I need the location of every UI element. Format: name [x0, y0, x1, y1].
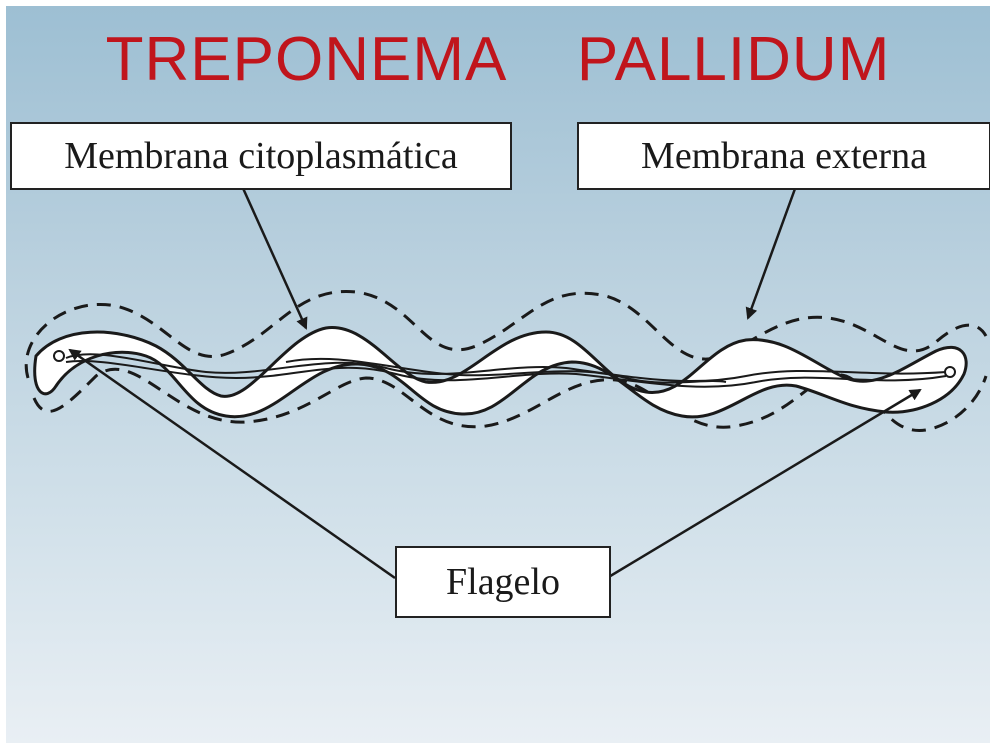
slide-background: TREPONEMA PALLIDUM [6, 6, 990, 743]
label-cytoplasmic-membrane-text: Membrana citoplasmática [64, 134, 458, 178]
label-flagellum-text: Flagelo [446, 560, 560, 604]
label-flagellum: Flagelo [395, 546, 611, 618]
label-outer-membrane-text: Membrana externa [641, 134, 927, 178]
flagellum-insertion-left [54, 351, 64, 361]
flagellum-insertion-right [945, 367, 955, 377]
label-cytoplasmic-membrane: Membrana citoplasmática [10, 122, 512, 190]
pointer-outer-membrane [748, 186, 796, 318]
treponema-diagram [6, 6, 990, 743]
label-outer-membrane: Membrana externa [577, 122, 990, 190]
pointer-cytoplasmic-membrane [242, 186, 306, 328]
